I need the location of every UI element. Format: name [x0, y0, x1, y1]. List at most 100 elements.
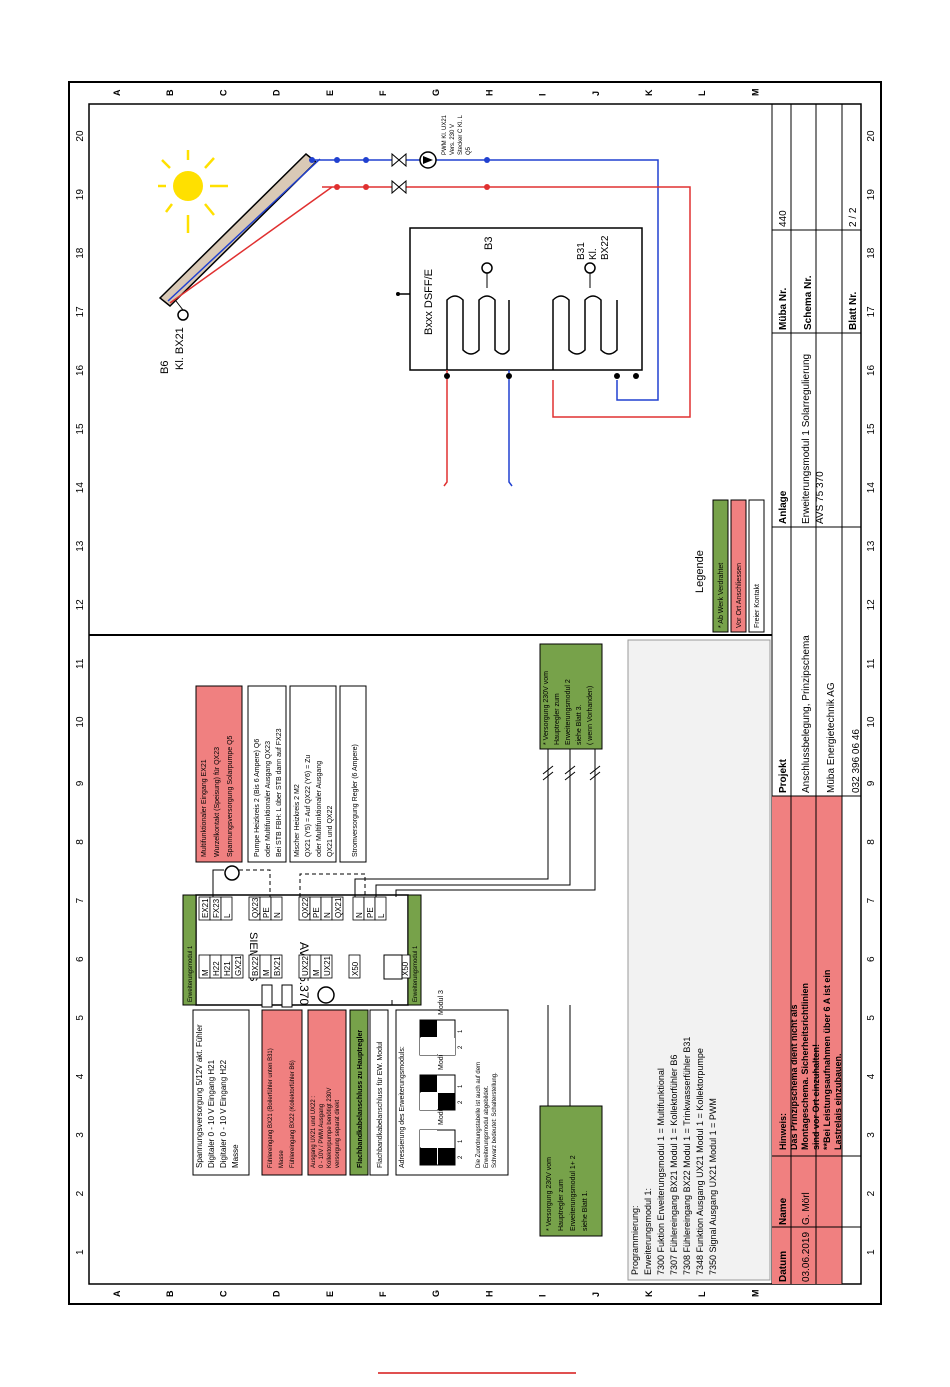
- note-outputs-ux: Ausgang UX21 und UX22 :: [311, 1096, 317, 1168]
- note-outputs-ux: 0 - 10V / PWM Ausgang: [319, 1104, 325, 1168]
- hinweis-line: Hinweis:: [778, 1113, 788, 1150]
- datum-label: Datum: [778, 1251, 789, 1282]
- tank-name: Bxxx DSFF/E: [423, 269, 435, 335]
- row-label: B: [165, 89, 175, 96]
- terminal-label: N: [273, 912, 282, 918]
- note-sensor-inputs: Fühlereingang BX21 (Boilerfühler unten B…: [268, 1048, 274, 1168]
- pump-ux-icon: [317, 986, 335, 1004]
- note-sensor-supply: Masse: [231, 1144, 240, 1168]
- footer-line: [378, 1372, 576, 1374]
- row-label: C: [218, 89, 228, 96]
- pump-label-line: Stecker C Kl. L: [458, 114, 464, 155]
- row-label: I: [538, 1294, 548, 1297]
- row-label: M: [750, 1290, 760, 1298]
- row-label: A: [112, 89, 122, 96]
- terminal-label: M: [312, 969, 321, 976]
- terminal-label: GX21: [234, 955, 243, 976]
- flow-line-red: [322, 186, 691, 418]
- switch-pos: 1: [458, 1029, 464, 1033]
- sun-icon: [158, 150, 228, 233]
- row-label: K: [644, 89, 654, 96]
- note-power: Stromversorgung Regler (6 Ampere): [352, 744, 359, 857]
- switch-pos: 2: [458, 1100, 464, 1104]
- terminal-label: N: [355, 912, 364, 918]
- row-label: I: [538, 93, 548, 96]
- note-sensor-supply: Spannungsversorgung 5/12V akt. Fühler: [195, 1024, 204, 1168]
- note-sensor-supply: Digitaler 0 - 10 V Eingang H22: [219, 1059, 228, 1168]
- projekt-line: Anschlussbelegung, Prinzipschema: [801, 635, 812, 793]
- row-label: G: [431, 89, 441, 96]
- column-label: 5: [866, 1015, 877, 1021]
- legend: * Ab Werk Verdrahtet Vor Ort Anschliessen…: [712, 499, 765, 633]
- pipe-dots: [309, 157, 490, 190]
- note-mixer: Mischer Heizkreis 2 M2: [294, 784, 301, 857]
- row-label: B: [165, 1290, 175, 1297]
- module-switch-label: Modul 2: [438, 1045, 445, 1070]
- legend-title: Legende: [694, 550, 706, 593]
- tank-heat-exchanger-lower: [552, 295, 618, 370]
- programming-line: Programmierung:: [630, 1205, 640, 1275]
- note-q6: Pumpe Heizkreis 2 (Bis 6 Ampere) Q6: [254, 739, 261, 857]
- hinweis-line: Das Prinzipschema dient nicht als: [789, 1004, 799, 1150]
- column-label: 19: [75, 189, 86, 201]
- sensor-b31-label-line: B31: [576, 242, 587, 260]
- terminal-label: UX22: [301, 955, 310, 976]
- switch-pos: 2: [458, 1045, 464, 1049]
- legend-label: * Ab Werk Verdrahtet: [718, 563, 725, 628]
- row-label: K: [644, 1290, 654, 1297]
- anlage-label: Anlage: [778, 490, 789, 524]
- inner-frame: [88, 103, 862, 1285]
- terminal-label: H21: [223, 961, 232, 976]
- programming-line: 7308 Fühlereingang BX22 Modul 1 = Trinkw…: [682, 1037, 692, 1275]
- terminal-label: BX21: [273, 956, 282, 976]
- supply-note-top: Hauptregler zum: [554, 693, 561, 745]
- programming-box: [627, 639, 771, 1281]
- address-title: Adressierung des Erweiterungsmoduls:: [399, 1046, 406, 1168]
- legend-label: Vor Ort Anschliessen: [736, 563, 743, 628]
- row-label: L: [697, 1291, 707, 1297]
- row-label: D: [272, 1290, 282, 1297]
- collector-sensor-icon: [177, 309, 189, 321]
- pump-q5-icon: [224, 865, 240, 881]
- supply-note-bottom: Hauptregler zum: [558, 1179, 565, 1231]
- terminal-label: L: [223, 913, 232, 918]
- programming-line: 7350 Signal Ausgang UX21 Modul 1 = PWM: [708, 1098, 718, 1275]
- note-sensor-inputs: Masse: [279, 1150, 285, 1168]
- column-label: 9: [866, 780, 877, 786]
- sensor-b31-icon: [584, 262, 596, 274]
- terminal-label: X50: [401, 961, 410, 976]
- row-label: D: [272, 89, 282, 96]
- column-label: 19: [866, 189, 877, 201]
- name-value: G. Mörl: [801, 1192, 812, 1225]
- address-note: Die Zuordnungstabelle ist auch auf dem: [476, 1062, 482, 1168]
- projekt-line: 032 396 06 46: [851, 729, 862, 793]
- row-label: L: [697, 90, 707, 96]
- switch-pos: 1: [458, 1084, 464, 1088]
- anlage-line: AVS 75 370: [815, 471, 826, 524]
- terminal-label: QX22: [301, 897, 310, 918]
- column-label: 12: [75, 599, 86, 611]
- column-label: 11: [75, 658, 86, 669]
- row-label: M: [750, 89, 760, 97]
- module-switch-label: Modul 1: [438, 1100, 445, 1125]
- column-label: 2: [75, 1190, 86, 1196]
- column-label: 15: [866, 423, 877, 435]
- column-label: 15: [75, 423, 86, 435]
- pump-label-line: Vers. 230 V: [450, 124, 456, 155]
- row-label: F: [378, 1291, 388, 1297]
- terminal-label: BX22: [251, 956, 260, 976]
- mueba-nr-label: Müba Nr.: [778, 288, 789, 330]
- column-label: 14: [866, 482, 877, 494]
- terminal-label: M: [262, 969, 271, 976]
- row-label: J: [591, 91, 601, 96]
- row-label: J: [591, 1292, 601, 1297]
- column-label: 11: [866, 658, 877, 669]
- terminal-label: PE: [312, 907, 321, 918]
- column-label: 20: [866, 130, 877, 142]
- column-label: 18: [75, 247, 86, 259]
- column-label: 3: [866, 1132, 877, 1138]
- note-q6: Bei STB FBH: L über STB dann auf FX23: [276, 728, 283, 857]
